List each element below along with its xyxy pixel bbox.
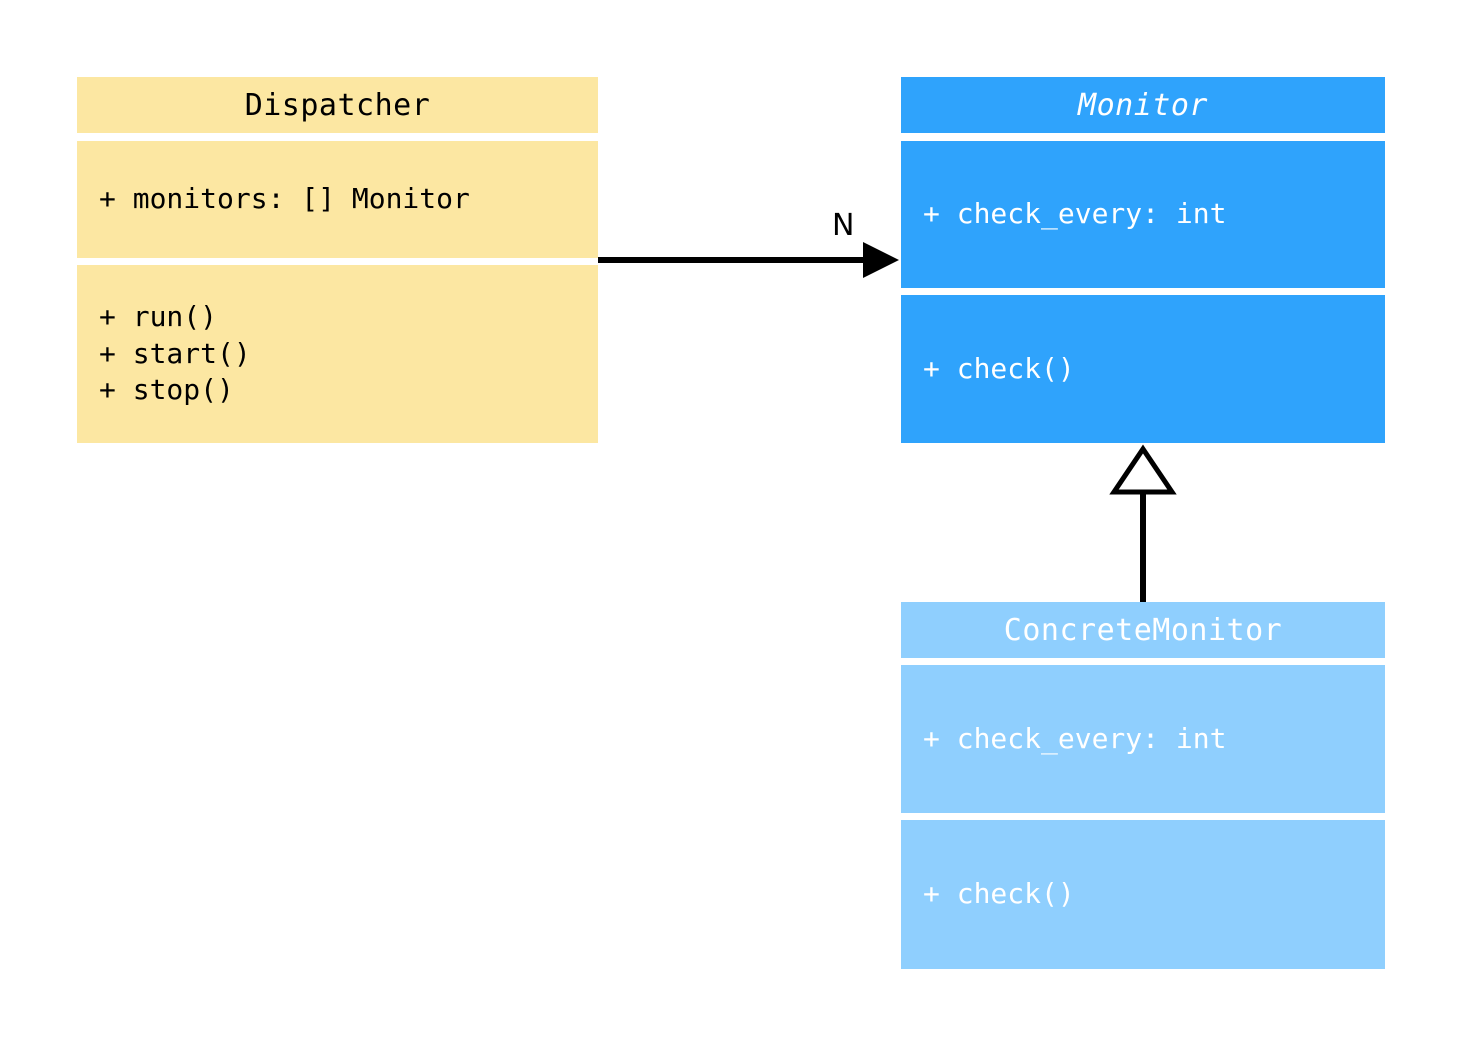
class-name-monitor: Monitor [1078, 87, 1208, 123]
class-methods-compartment-dispatcher: + run() + start() + stop() [77, 265, 598, 443]
class-attributes-compartment-monitor: + check_every: int [901, 141, 1385, 288]
association-multiplicity-label: N [832, 208, 855, 243]
association-dispatcher-to-monitor [598, 242, 899, 278]
class-attributes-compartment-dispatcher: + monitors: [] Monitor [77, 141, 598, 258]
class-box-concretemonitor[interactable]: ConcreteMonitor + check_every: int + che… [901, 602, 1385, 969]
attribute-row: + check_every: int [923, 197, 1227, 231]
generalization-concretemonitor-to-monitor [1109, 444, 1177, 602]
method-row: + run() [99, 300, 218, 334]
class-name-dispatcher: Dispatcher [244, 87, 431, 123]
method-row: + start() [99, 336, 251, 370]
method-row: + check() [923, 351, 1075, 385]
attribute-row: + monitors: [] Monitor [99, 182, 470, 216]
method-row: + stop() [99, 373, 234, 407]
class-methods-compartment-monitor: + check() [901, 295, 1385, 443]
class-attributes-compartment-concretemonitor: + check_every: int [901, 665, 1385, 813]
class-methods-compartment-concretemonitor: + check() [901, 820, 1385, 969]
class-title-compartment-dispatcher: Dispatcher [77, 77, 598, 133]
class-box-dispatcher[interactable]: Dispatcher + monitors: [] Monitor + run(… [77, 77, 598, 443]
method-row: + check() [923, 877, 1075, 911]
class-title-compartment-concretemonitor: ConcreteMonitor [901, 602, 1385, 658]
class-box-monitor[interactable]: Monitor + check_every: int + check() [901, 77, 1385, 443]
class-name-concretemonitor: ConcreteMonitor [1003, 612, 1283, 648]
class-title-compartment-monitor: Monitor [901, 77, 1385, 133]
attribute-row: + check_every: int [923, 721, 1227, 755]
